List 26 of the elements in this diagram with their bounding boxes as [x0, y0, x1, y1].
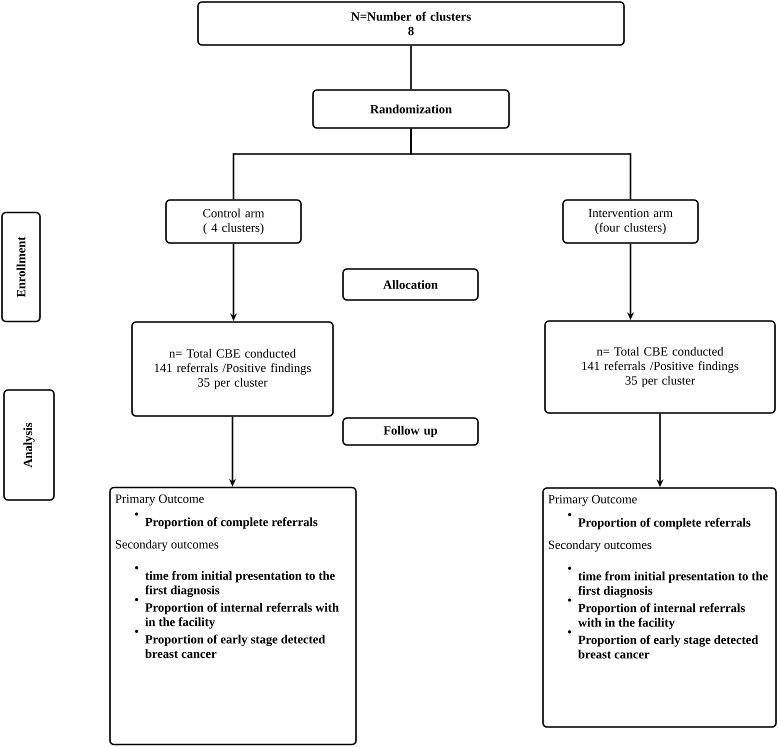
count-box: n= Total CBE conducted 141 referrals /Positive findings 35 per cluster: [131, 321, 334, 417]
count-box: n= Total CBE conducted 141 referrals /Positive findings 35 per cluster: [544, 320, 776, 414]
outcome-heading: Primary Outcome: [115, 494, 204, 506]
outcome-box: [542, 487, 777, 728]
stage-box: Allocation: [342, 268, 479, 301]
bullet-item: Proportion of internal referrals with in the facility: [568, 598, 745, 630]
bullet-item: time from initial presentation to the first diagnosis: [568, 566, 768, 598]
bullet-item: Proportion of early stage detected breast cancer: [135, 630, 326, 658]
bullet-item: Proportion of complete referrals: [135, 512, 318, 529]
stage-label-box: Analysis: [3, 389, 55, 501]
bullet-item: Proportion of internal referrals with in the facility: [135, 598, 339, 629]
arm-box: Intervention arm (four clusters): [562, 199, 699, 244]
stage-label-box: Enrollment: [1, 212, 41, 322]
bullet-item: time from initial presentation to the first diagnosis: [135, 566, 335, 597]
stage-box: Follow up: [342, 417, 479, 446]
outcome-heading: Secondary outcomes: [548, 540, 652, 552]
outcome-heading: Primary Outcome: [548, 495, 637, 506]
randomization-box: Randomization: [312, 89, 510, 129]
connector-line: [410, 46, 412, 90]
outcome-heading: Secondary outcomes: [116, 540, 218, 552]
arm-box: Control arm ( 4 clusters): [165, 199, 302, 244]
bullet-item: Proportion of complete referrals: [568, 512, 750, 530]
bullet-item: Proportion of early stage detected breast cancer: [568, 630, 758, 658]
outcome-box: [109, 486, 357, 746]
cluster-box: N=Number of clusters 8: [197, 1, 625, 46]
connector-line: [410, 128, 632, 200]
